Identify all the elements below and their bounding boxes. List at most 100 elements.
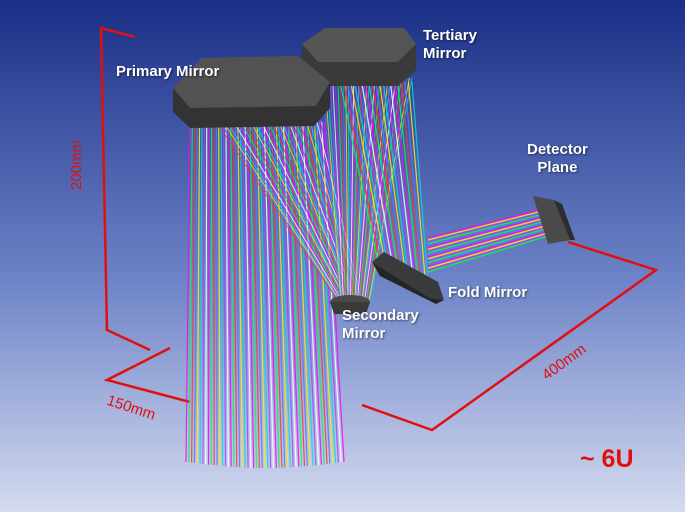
- height-dimension-label: 200mm: [68, 139, 85, 190]
- ray-bundles: [185, 77, 549, 469]
- light-ray: [379, 81, 407, 275]
- light-ray: [351, 77, 360, 301]
- width-dimension-line: [103, 346, 191, 404]
- light-ray: [227, 117, 232, 467]
- secondary-mirror-label-line2: Mirror: [342, 325, 386, 342]
- light-ray: [246, 119, 345, 299]
- light-ray: [427, 230, 549, 268]
- light-ray: [268, 117, 280, 468]
- light-ray: [188, 117, 193, 463]
- light-ray: [234, 117, 241, 468]
- light-ray: [239, 119, 343, 299]
- light-ray: [427, 213, 549, 247]
- light-ray: [205, 117, 208, 465]
- light-ray: [274, 119, 352, 299]
- fold-mirror: [372, 252, 444, 304]
- light-ray: [363, 77, 394, 301]
- light-ray: [220, 117, 224, 467]
- secondary-mirror-label-line1: Secondary: [342, 307, 419, 324]
- light-ray: [407, 81, 427, 283]
- length-dimension-line: [361, 240, 659, 432]
- secondary-mirror-label: Secondary Mirror: [342, 307, 419, 343]
- form-factor-label: ~ 6U: [580, 445, 634, 473]
- light-ray: [261, 117, 272, 468]
- detector-plane: [533, 196, 575, 244]
- light-ray: [199, 117, 203, 464]
- light-ray: [427, 219, 549, 254]
- light-ray: [334, 77, 345, 301]
- light-ray: [297, 118, 314, 466]
- light-ray: [346, 81, 384, 265]
- light-ray: [371, 81, 402, 272]
- light-ray: [249, 119, 346, 299]
- light-ray: [225, 119, 340, 299]
- light-ray: [397, 81, 419, 280]
- light-ray: [427, 210, 549, 243]
- light-ray: [427, 229, 549, 266]
- light-ray: [237, 117, 244, 468]
- light-ray: [235, 119, 342, 299]
- light-ray: [350, 81, 387, 266]
- light-ray: [382, 81, 409, 276]
- light-ray: [393, 81, 417, 279]
- light-ray: [357, 81, 392, 268]
- light-ray: [207, 117, 210, 465]
- light-ray: [339, 81, 379, 263]
- light-ray: [353, 81, 389, 267]
- light-ray: [342, 77, 348, 301]
- light-ray: [364, 81, 397, 270]
- light-ray: [345, 77, 349, 301]
- light-ray: [324, 77, 342, 301]
- light-ray: [353, 77, 365, 301]
- light-ray: [386, 81, 412, 277]
- light-ray: [275, 117, 289, 468]
- light-ray: [427, 222, 549, 258]
- light-ray: [242, 117, 249, 468]
- light-ray: [273, 117, 286, 468]
- light-ray: [202, 117, 205, 464]
- light-ray: [361, 81, 394, 269]
- light-ray: [404, 81, 424, 282]
- light-ray: [329, 77, 344, 301]
- light-ray: [185, 117, 191, 463]
- light-ray: [242, 119, 344, 299]
- light-ray: [270, 117, 283, 468]
- light-ray: [427, 215, 549, 249]
- light-ray: [267, 119, 350, 299]
- secondary-mirror: [330, 295, 370, 314]
- light-ray: [214, 119, 337, 299]
- light-ray: [332, 77, 345, 301]
- light-ray: [196, 117, 201, 464]
- light-ray: [304, 119, 323, 465]
- tertiary-mirror: [302, 28, 416, 86]
- tertiary-mirror-label-line1: Tertiary: [423, 27, 477, 44]
- light-ray: [427, 233, 549, 271]
- light-ray: [427, 208, 549, 241]
- light-ray: [249, 117, 258, 468]
- light-ray: [244, 117, 252, 468]
- light-ray: [239, 117, 246, 468]
- light-ray: [277, 117, 291, 468]
- primary-mirror: [173, 56, 330, 128]
- light-ray: [218, 119, 338, 299]
- light-ray: [375, 81, 404, 274]
- light-ray: [350, 77, 357, 301]
- light-ray: [318, 121, 339, 463]
- light-ray: [365, 77, 402, 301]
- light-ray: [343, 81, 382, 264]
- light-ray: [260, 119, 348, 299]
- light-ray: [427, 218, 549, 252]
- light-ray: [368, 81, 399, 271]
- detector-plane-label-line2: Plane: [537, 159, 578, 176]
- light-ray: [427, 221, 549, 256]
- height-dimension-line: [99, 26, 151, 352]
- light-ray: [299, 118, 317, 466]
- detector-plane-label: Detector Plane: [527, 141, 588, 177]
- dimension-frame: [99, 26, 659, 432]
- light-ray: [232, 119, 341, 299]
- light-ray: [389, 81, 414, 278]
- light-ray: [321, 77, 341, 301]
- light-ray: [228, 119, 340, 299]
